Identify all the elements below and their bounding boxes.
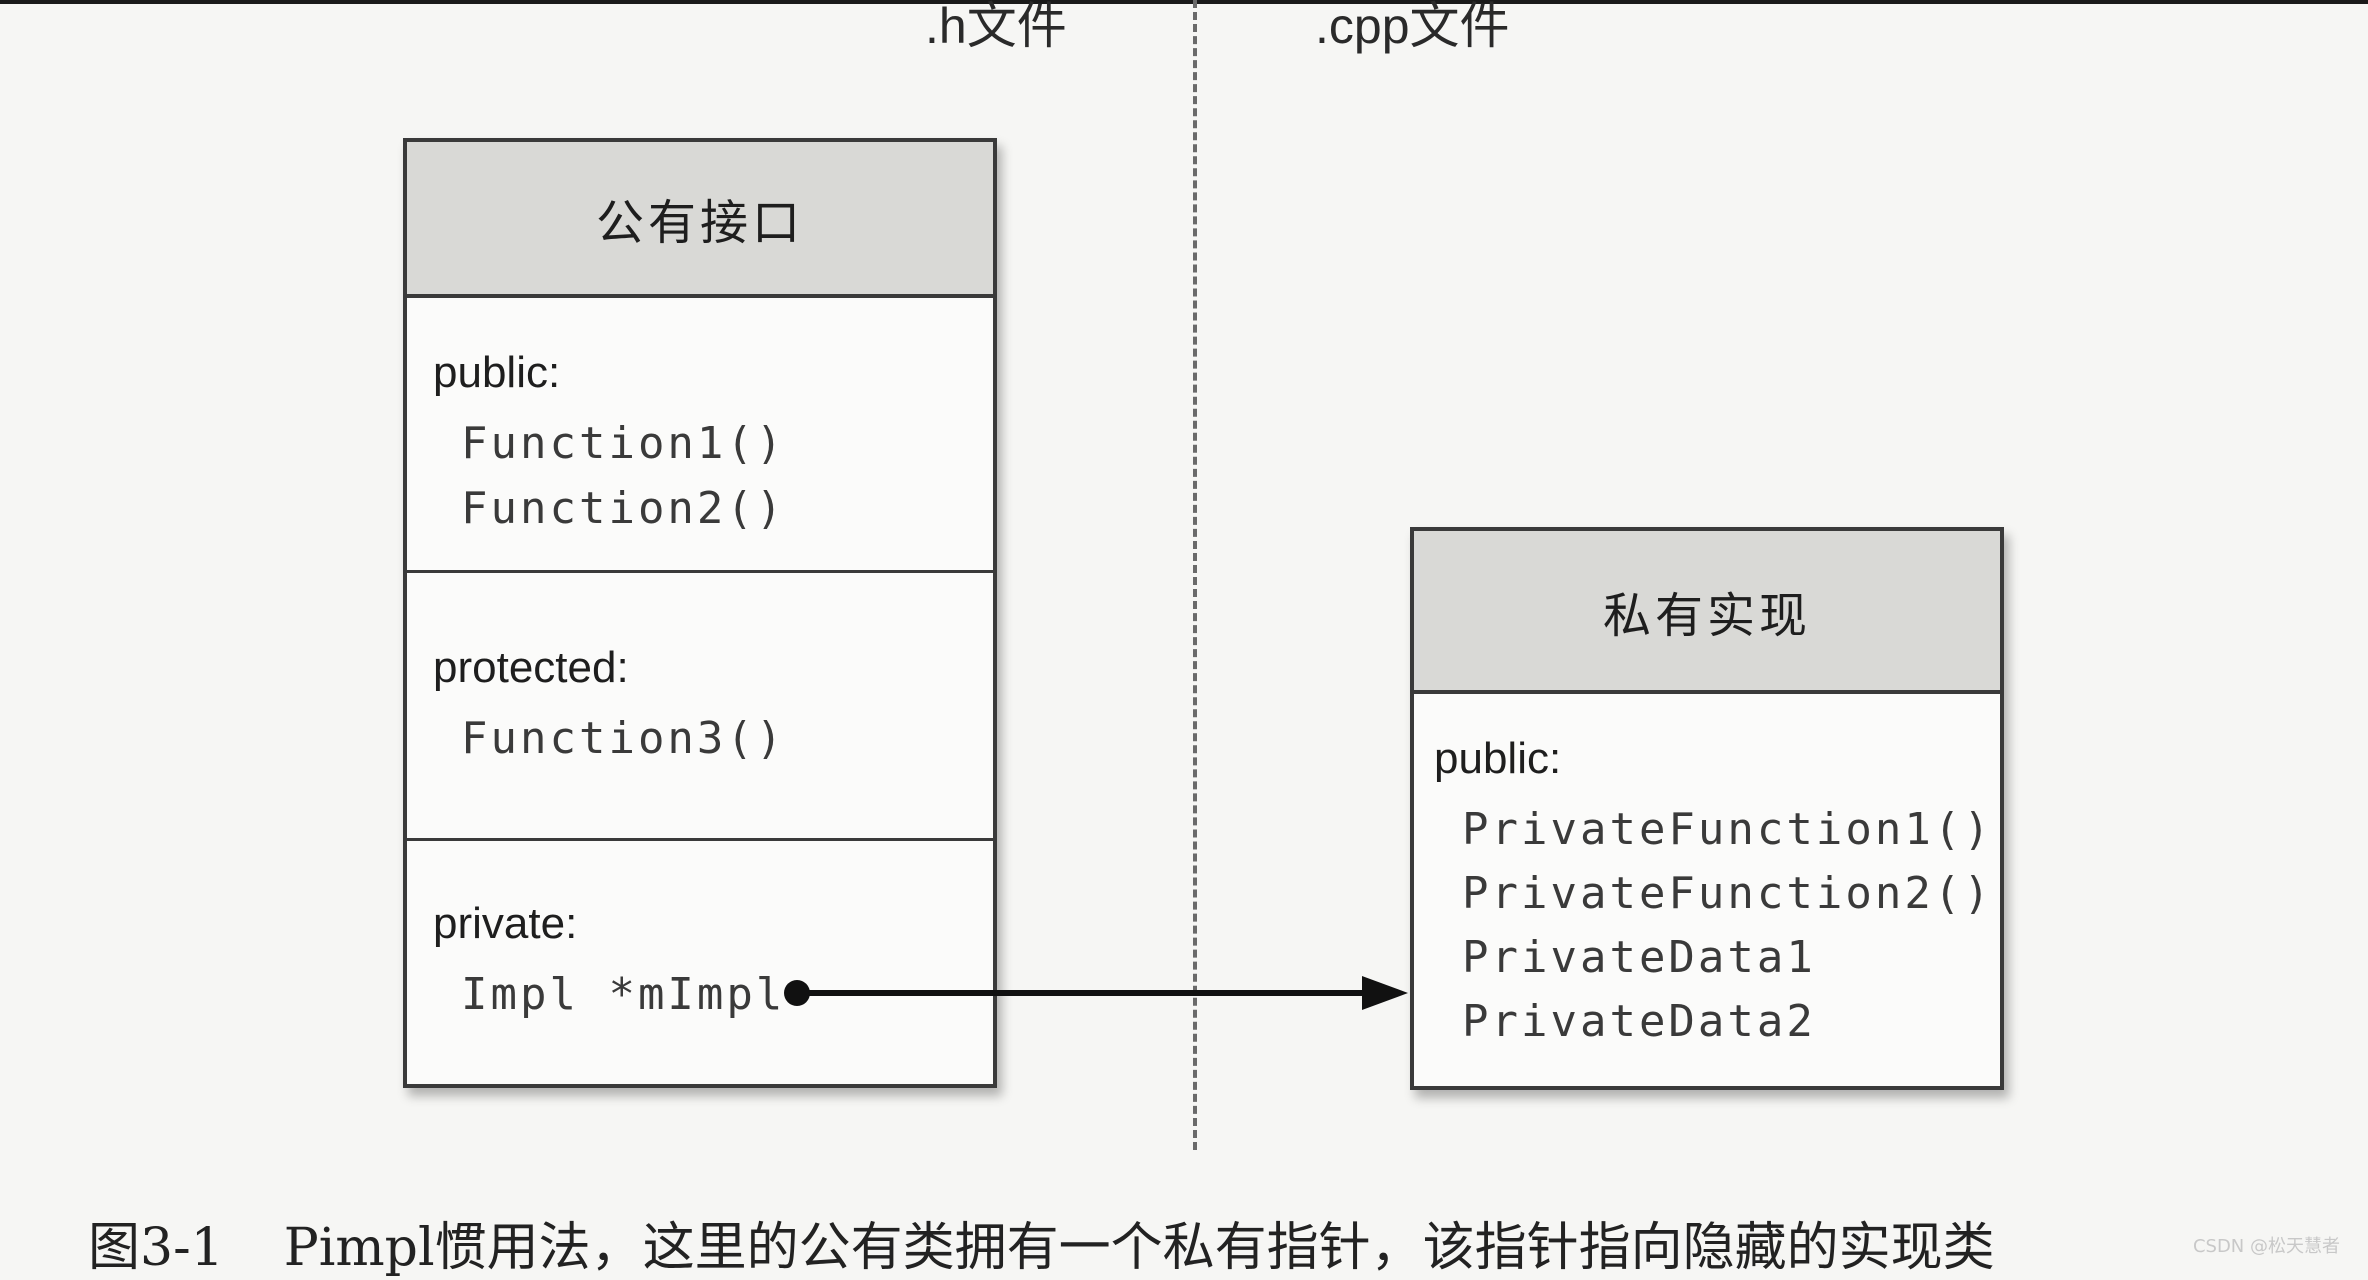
- public-section: public: Function1() Function2(): [407, 298, 993, 573]
- watermark: CSDN @松天慧者: [2192, 1236, 2340, 1257]
- member-private-data2: PrivateData2: [1462, 996, 1816, 1047]
- protected-section: protected: Function3(): [407, 573, 993, 841]
- public-interface-title: 公有接口: [407, 142, 993, 298]
- member-private-function2: PrivateFunction2(): [1462, 868, 1993, 919]
- pointer-arrowhead: [1362, 976, 1408, 1010]
- figure-number: 图3-1: [88, 1218, 224, 1278]
- header-file-label: .h文件: [925, 0, 1067, 54]
- private-access-label: private:: [433, 899, 578, 948]
- member-function1: Function1(): [461, 418, 786, 469]
- impl-public-section: public: PrivateFunction1() PrivateFuncti…: [1414, 694, 2000, 1086]
- figure-caption: 图3-1 Pimpl惯用法，这里的公有类拥有一个私有指针，该指针指向隐藏的实现类: [88, 1205, 1995, 1280]
- caption-text: Pimpl惯用法，这里的公有类拥有一个私有指针，该指针指向隐藏的实现类: [283, 1218, 1995, 1278]
- top-rule: [0, 0, 2368, 4]
- member-function2: Function2(): [461, 483, 786, 534]
- public-interface-box: 公有接口 public: Function1() Function2() pro…: [403, 138, 997, 1088]
- cpp-file-label: .cpp文件: [1315, 0, 1510, 54]
- member-impl-pointer: Impl *mImpl: [461, 969, 786, 1020]
- member-function3: Function3(): [461, 713, 786, 764]
- private-implementation-title: 私有实现: [1414, 531, 2000, 694]
- private-implementation-box: 私有实现 public: PrivateFunction1() PrivateF…: [1410, 527, 2004, 1090]
- protected-access-label: protected:: [433, 643, 629, 692]
- member-private-function1: PrivateFunction1(): [1462, 804, 1993, 855]
- file-divider: [1193, 0, 1197, 1150]
- private-section: private: Impl *mImpl: [407, 841, 993, 1084]
- public-access-label: public:: [433, 348, 561, 397]
- member-private-data1: PrivateData1: [1462, 932, 1816, 983]
- impl-public-access-label: public:: [1434, 734, 1562, 783]
